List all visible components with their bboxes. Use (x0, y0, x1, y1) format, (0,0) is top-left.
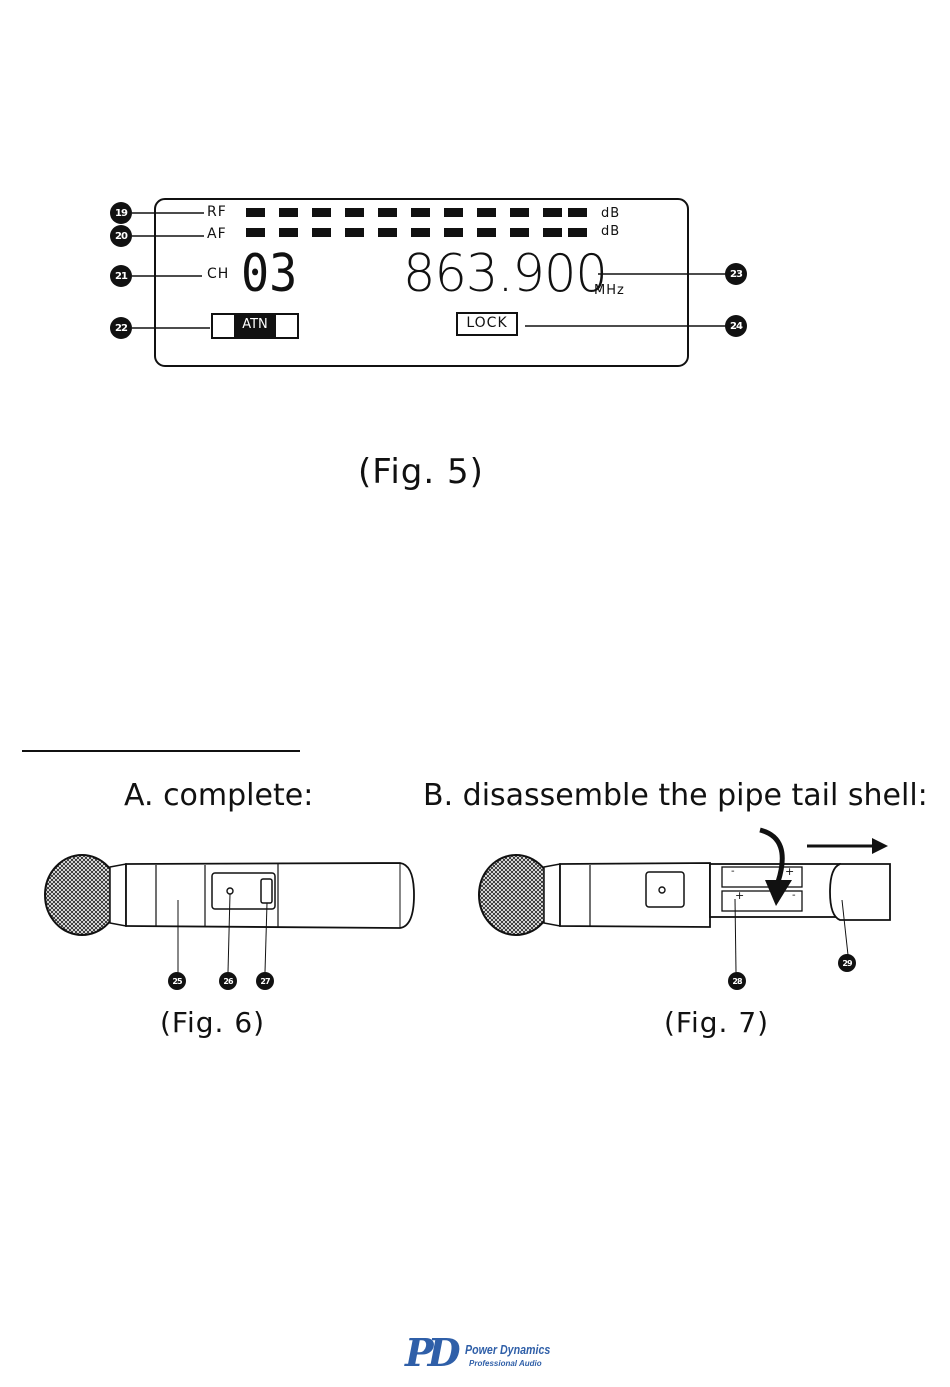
tail-shell (830, 864, 890, 920)
channel-number-display: 03 (241, 244, 297, 304)
ch-label: CH (207, 266, 229, 282)
frequency-display: 863.900 (403, 244, 607, 304)
power-switch (261, 879, 272, 903)
microphone-disassembled-diagram (460, 820, 950, 1000)
fig6-caption: (Fig. 6) (160, 1006, 265, 1039)
callout-22: 22 (110, 317, 132, 339)
section-divider (22, 750, 300, 752)
fig5-caption: (Fig. 5) (358, 452, 484, 492)
callout-23: 23 (725, 263, 747, 285)
battery-2-minus: - (792, 890, 796, 901)
rf-db-label: dB (601, 206, 620, 221)
battery-1-plus: + (785, 865, 794, 878)
brand-logo: PD Power Dynamics Professional Audio (405, 1333, 565, 1379)
lock-label: LOCK (457, 315, 517, 331)
callout-24: 24 (725, 315, 747, 337)
brand-name: Power Dynamics (465, 1342, 550, 1357)
atn-label: ATN (234, 317, 276, 332)
fig7-caption: (Fig. 7) (664, 1006, 769, 1039)
callout-29: 29 (838, 954, 856, 972)
battery-2 (722, 891, 802, 911)
callout-19: 19 (110, 202, 132, 224)
mic-body-2 (560, 863, 710, 927)
callout-27: 27 (256, 972, 274, 990)
brand-tagline: Professional Audio (469, 1359, 542, 1368)
callout-28: 28 (728, 972, 746, 990)
battery-1-minus: - (731, 866, 735, 877)
lcd-display-svg (0, 0, 950, 420)
af-meter-bar (246, 228, 587, 237)
mic-grille (45, 855, 119, 935)
lcd-display-diagram (0, 0, 950, 420)
rf-label: RF (207, 204, 227, 220)
callout-21: 21 (110, 265, 132, 287)
heading-complete: A. complete: (124, 778, 313, 813)
logo-mark: PD (405, 1333, 455, 1373)
af-label: AF (207, 226, 227, 242)
callout-26: 26 (219, 972, 237, 990)
mic-grille-2 (479, 855, 553, 935)
heading-disassemble: B. disassemble the pipe tail shell: (423, 778, 928, 813)
callout-20: 20 (110, 225, 132, 247)
battery-2-plus: + (735, 889, 744, 902)
callout-25: 25 (168, 972, 186, 990)
af-db-label: dB (601, 224, 620, 239)
mhz-unit-label: MHz (594, 283, 625, 298)
rf-meter-bar (246, 208, 587, 217)
